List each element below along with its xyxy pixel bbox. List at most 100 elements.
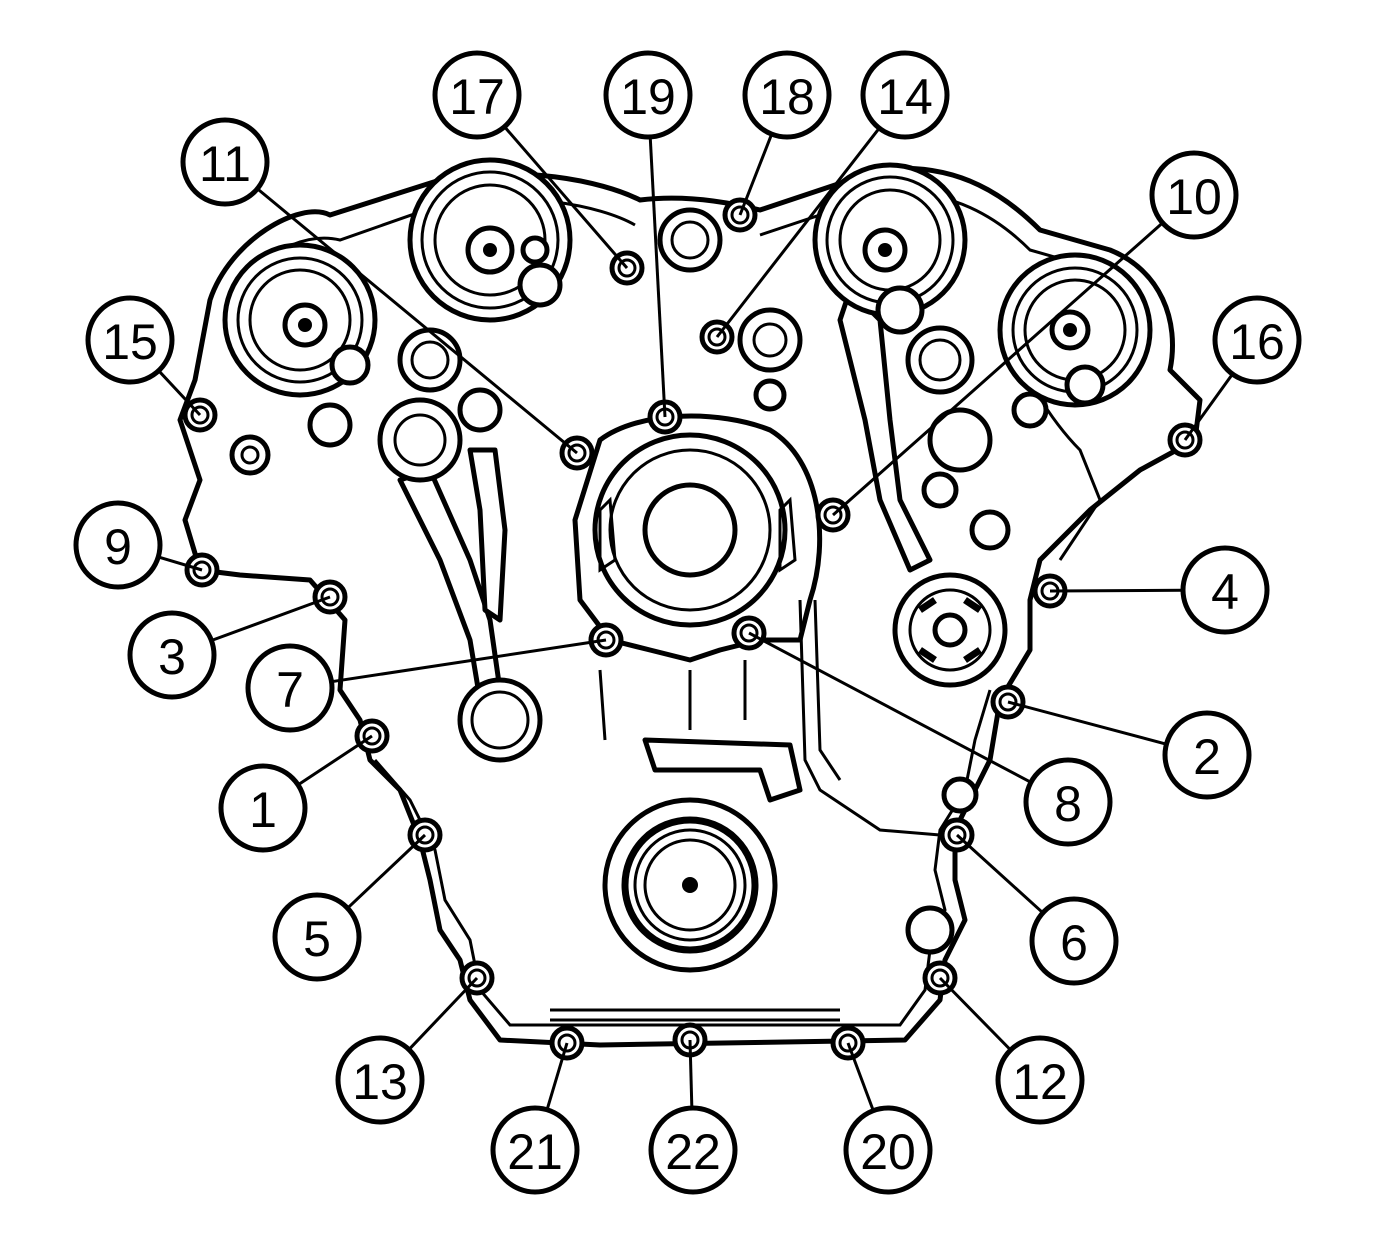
- callout-circle: [432, 50, 522, 140]
- callout-label: 11: [199, 136, 251, 192]
- callout-8: 8: [1023, 757, 1113, 847]
- callout-label: 20: [860, 1124, 916, 1180]
- callout-circle: [180, 117, 270, 207]
- bottom-rail: [550, 1008, 840, 1022]
- callout-circle: [490, 1105, 580, 1195]
- callout-label: 8: [1054, 776, 1082, 832]
- leader-line-4: [1049, 588, 1184, 593]
- leader-line-5: [346, 833, 427, 910]
- callout-label: 6: [1060, 915, 1088, 971]
- callout-10: 10: [1149, 150, 1239, 240]
- crank-seal: [602, 797, 778, 973]
- callout-label: 7: [276, 662, 304, 718]
- callout-circle: [73, 500, 163, 590]
- callout-11: 11: [180, 117, 270, 207]
- callout-label: 18: [759, 69, 815, 125]
- callout-label: 1: [249, 782, 277, 838]
- callout-21: 21: [490, 1105, 580, 1195]
- callout-circle: [648, 1105, 738, 1195]
- callout-circle: [127, 610, 217, 700]
- callout-label: 10: [1166, 169, 1222, 225]
- callout-18: 18: [742, 50, 832, 140]
- callout-label: 12: [1012, 1054, 1068, 1110]
- leader-line-17: [503, 125, 629, 269]
- callout-circle: [1180, 545, 1270, 635]
- right-lower-cam-sprocket: [997, 252, 1153, 408]
- leader-line-12: [938, 976, 1012, 1052]
- callout-circle: [860, 50, 950, 140]
- callout-6: 6: [1029, 896, 1119, 986]
- callout-circle: [603, 50, 693, 140]
- leader-line-21: [545, 1042, 569, 1111]
- misc-openings: [457, 599, 979, 955]
- callout-circle: [245, 643, 335, 733]
- callout-20: 20: [843, 1105, 933, 1195]
- callout-label: 2: [1193, 729, 1221, 785]
- callout-15: 15: [85, 295, 175, 385]
- leader-line-11: [256, 187, 578, 455]
- callout-label: 15: [102, 314, 158, 370]
- callout-label: 19: [620, 69, 676, 125]
- bolt-20: [830, 1025, 866, 1061]
- leader-line-3: [210, 595, 331, 642]
- callout-13: 13: [335, 1035, 425, 1125]
- callout-circle: [335, 1035, 425, 1125]
- callout-circle: [218, 763, 308, 853]
- leader-line-19: [648, 136, 667, 418]
- callout-circle: [272, 892, 362, 982]
- callout-circle: [1149, 150, 1239, 240]
- callout-circle: [1212, 295, 1302, 385]
- callout-label: 13: [352, 1054, 408, 1110]
- callout-label: 9: [104, 519, 132, 575]
- callout-label: 3: [158, 629, 186, 685]
- leader-lines-layer: [157, 125, 1234, 1112]
- callout-5: 5: [272, 892, 362, 982]
- callout-label: 14: [877, 69, 933, 125]
- leader-line-15: [157, 369, 202, 417]
- callout-circle: [995, 1035, 1085, 1125]
- central-housing: [572, 413, 823, 663]
- callout-22: 22: [648, 1105, 738, 1195]
- leader-line-14: [715, 127, 881, 338]
- callout-2: 2: [1162, 710, 1252, 800]
- callout-circle: [1029, 896, 1119, 986]
- left-chain-guide-2: [467, 447, 508, 623]
- leader-line-6: [955, 833, 1044, 914]
- leader-line-8: [748, 631, 1032, 784]
- callout-label: 21: [507, 1124, 563, 1180]
- leader-line-16: [1183, 373, 1234, 441]
- callout-9: 9: [73, 500, 163, 590]
- callout-circle: [1162, 710, 1252, 800]
- leader-line-18: [738, 133, 774, 216]
- idler-pulleys: [229, 207, 1049, 551]
- callout-label: 17: [449, 69, 505, 125]
- right-chain-guide: [837, 287, 933, 573]
- leader-line-20: [846, 1042, 875, 1112]
- left-lower-cam-sprocket: [222, 242, 378, 398]
- left-upper-cam-sprocket: [407, 157, 573, 323]
- leader-line-13: [407, 976, 479, 1051]
- right-upper-cam-sprocket: [812, 162, 968, 318]
- callout-circle: [742, 50, 832, 140]
- callout-16: 16: [1212, 295, 1302, 385]
- callout-label: 4: [1211, 564, 1239, 620]
- callout-circle: [843, 1105, 933, 1195]
- callout-14: 14: [860, 50, 950, 140]
- leader-line-22: [688, 1039, 694, 1109]
- callout-19: 19: [603, 50, 693, 140]
- leader-line-2: [1007, 700, 1167, 746]
- leader-line-7: [331, 638, 607, 684]
- callout-circle: [85, 295, 175, 385]
- callout-7: 7: [245, 643, 335, 733]
- leader-line-9: [157, 555, 203, 572]
- callout-17: 17: [432, 50, 522, 140]
- callout-label: 22: [665, 1124, 721, 1180]
- leader-line-1: [297, 734, 373, 787]
- callout-circle: [1023, 757, 1113, 847]
- water-pump: [892, 572, 1008, 688]
- callout-label: 16: [1229, 314, 1285, 370]
- callout-1: 1: [218, 763, 308, 853]
